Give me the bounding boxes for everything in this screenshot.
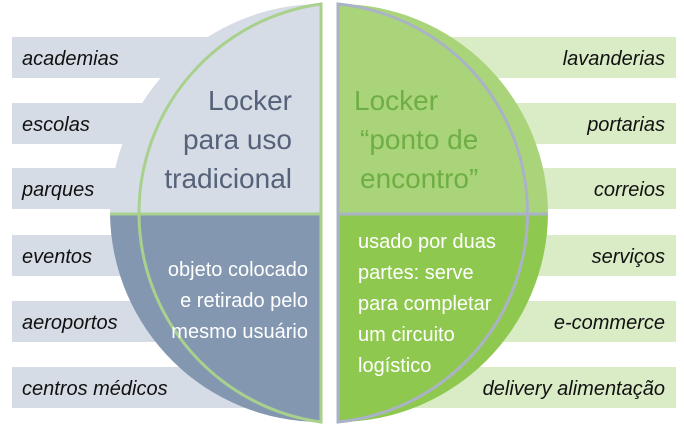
right-title-line: Locker	[354, 85, 438, 116]
right-description-line: usado por duas	[358, 231, 496, 253]
category-label: parques	[21, 179, 94, 201]
category-label: delivery alimentação	[483, 378, 665, 400]
category-label: centros médicos	[22, 378, 168, 400]
left-top-quadrant	[110, 4, 321, 214]
left-description-line: mesmo usuário	[171, 321, 308, 343]
category-label: escolas	[22, 114, 90, 136]
category-label: aeroportos	[22, 312, 118, 334]
left-title-line: Locker	[208, 85, 292, 116]
left-description-line: e retirado pelo	[180, 290, 308, 312]
right-border	[336, 2, 548, 424]
right-title-line: encontro”	[360, 163, 478, 194]
right-description-line: para completar	[358, 293, 492, 315]
right-description-line: partes: serve	[358, 262, 474, 284]
right-description-line: um circuito	[358, 324, 455, 346]
category-label: e-commerce	[554, 312, 665, 334]
left-title-line: para uso	[183, 124, 292, 155]
category-label: portarias	[586, 114, 665, 136]
left-bottom-quadrant	[110, 214, 321, 423]
left-border	[110, 2, 323, 424]
right-description-line: logístico	[358, 355, 431, 377]
category-label: correios	[594, 179, 665, 201]
category-label: academias	[22, 48, 119, 70]
left-title-line: tradicional	[164, 163, 292, 194]
right-title-line: “ponto de	[360, 124, 478, 155]
right-top-quadrant	[338, 4, 548, 214]
category-label: serviços	[592, 246, 665, 268]
category-label: eventos	[22, 246, 92, 268]
category-label: lavanderias	[563, 48, 665, 70]
right-bottom-quadrant	[338, 214, 548, 422]
left-description-line: objeto colocado	[168, 259, 308, 281]
